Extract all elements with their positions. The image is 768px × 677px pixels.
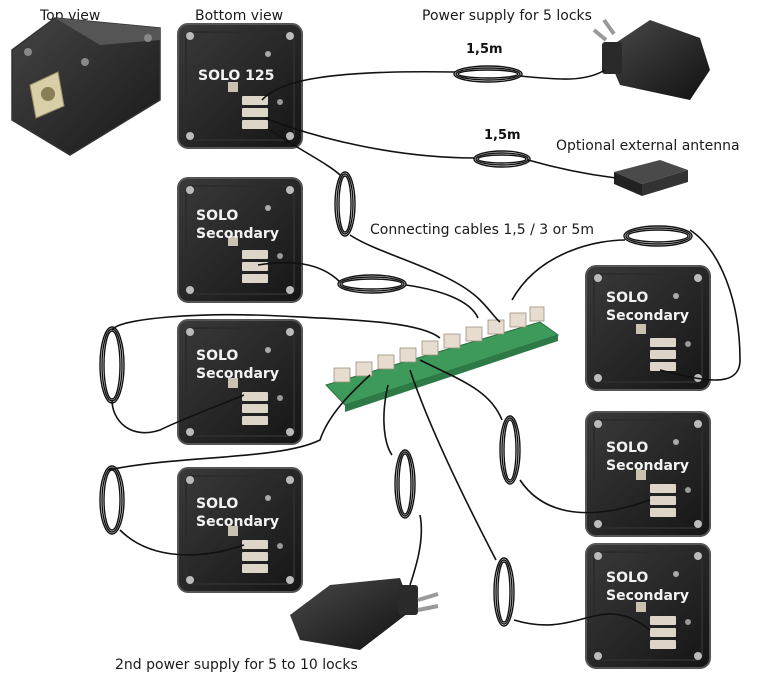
lock-secondary-2 bbox=[177, 319, 303, 445]
lock-secondary-2-line2: Secondary bbox=[196, 366, 279, 382]
lock-secondary-4-line1: SOLO bbox=[606, 290, 648, 306]
top-view-lock bbox=[11, 17, 161, 156]
lock-secondary-5 bbox=[585, 411, 711, 537]
cable-coils bbox=[99, 65, 693, 627]
lock-secondary-6-line1: SOLO bbox=[606, 570, 648, 586]
coil-antenna bbox=[473, 150, 531, 168]
external-antenna bbox=[614, 160, 688, 196]
lock-secondary-3-line2: Secondary bbox=[196, 514, 279, 530]
coil-secondary-6 bbox=[493, 557, 515, 627]
lock-secondary-1-line1: SOLO bbox=[196, 208, 238, 224]
lock-secondary-1-line2: Secondary bbox=[196, 226, 279, 242]
coil-secondary-5 bbox=[499, 415, 521, 485]
coil-secondary-4 bbox=[623, 225, 693, 247]
coil-secondary-2 bbox=[99, 326, 125, 404]
power-supply-1 bbox=[592, 18, 710, 100]
lock-secondary-5-line1: SOLO bbox=[606, 440, 648, 456]
connecting-cables-label: Connecting cables 1,5 / 3 or 5m bbox=[370, 222, 594, 238]
coil-power bbox=[453, 65, 523, 83]
coil-secondary-3 bbox=[99, 465, 125, 535]
cables bbox=[107, 69, 741, 631]
lock-secondary-2-line1: SOLO bbox=[196, 348, 238, 364]
power-supply-2 bbox=[290, 578, 439, 650]
optional-antenna-label: Optional external antenna bbox=[556, 138, 740, 154]
cable-length-power-label: 1,5m bbox=[466, 42, 503, 57]
lock-secondary-4-line2: Secondary bbox=[606, 308, 689, 324]
lock-secondary-6 bbox=[585, 543, 711, 669]
coil-psu-2 bbox=[394, 449, 416, 519]
bottom-view-label: Bottom view bbox=[195, 8, 284, 24]
power-supply-5-label: Power supply for 5 locks bbox=[422, 8, 592, 24]
lock-secondary-5-line2: Secondary bbox=[606, 458, 689, 474]
lock-secondary-6-line2: Secondary bbox=[606, 588, 689, 604]
lock-secondary-3-line1: SOLO bbox=[196, 496, 238, 512]
distribution-board bbox=[325, 306, 560, 412]
lock-main-label: SOLO 125 bbox=[198, 68, 274, 84]
coil-secondary-1 bbox=[337, 274, 407, 294]
coil-main-down bbox=[334, 171, 356, 237]
lock-secondary-3 bbox=[177, 467, 303, 593]
power-supply-10-label: 2nd power supply for 5 to 10 locks bbox=[115, 657, 358, 673]
lock-secondary-4 bbox=[585, 265, 711, 391]
cable-length-antenna-label: 1,5m bbox=[484, 128, 521, 143]
